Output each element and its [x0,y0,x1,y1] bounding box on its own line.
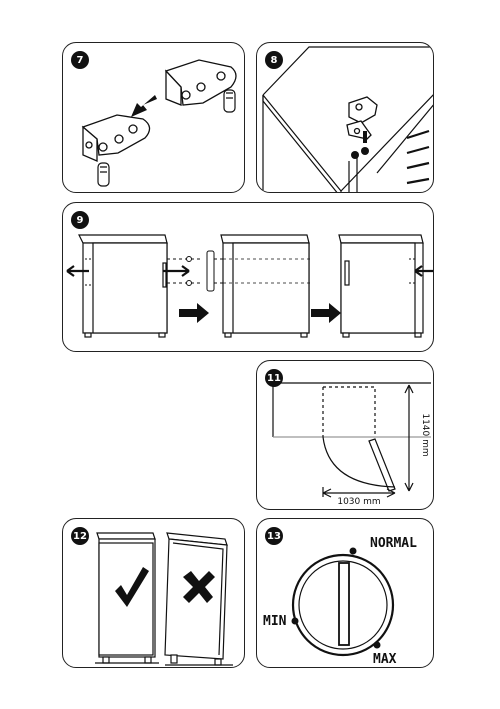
step-11-panel: 11 1140 mm 1030 mm [256,360,434,510]
max-dot [373,641,381,649]
door-reversal-sequence [66,234,433,338]
handle-screws [167,250,223,292]
step-7-badge: 7 [71,51,89,69]
sequence-arrow-2 [311,303,341,323]
max-label: MAX [373,652,397,667]
checkmark-icon [115,567,149,607]
min-label: MIN [263,614,287,629]
cabinet-top [262,46,433,192]
thermostat-dial: NORMAL MIN MAX [263,536,417,667]
top-hinge-mount-illustration [262,46,433,192]
lower-hinge-bracket [81,114,151,162]
step-8-panel: 8 [256,42,434,193]
top-hinge-part [346,96,378,140]
step-13-panel: 13 NORMAL MIN MAX [256,518,434,668]
sequence-arrow-1 [179,303,209,323]
min-dot [291,617,299,625]
door-closed-outline [322,386,376,437]
dial-knob-grip [338,562,350,646]
fridge-tilted [164,532,233,666]
step-9-panel: 9 [62,202,434,352]
fridge-after [338,234,424,338]
step-12-badge: 12 [71,527,89,545]
dial-outer-ring [291,553,395,657]
height-label: 1140 mm [420,413,430,456]
hinge-swap-illustration [81,59,237,187]
step-11-badge: 11 [265,369,283,387]
door-open-panel [368,438,396,492]
upper-pin [223,89,236,113]
step-8-badge: 8 [265,51,283,69]
height-dimension-line [404,384,414,492]
arrow-in-right [414,265,433,277]
door-clearance-diagram: 1140 mm 1030 mm [272,382,431,507]
hinge-screws [351,131,369,159]
fridge-middle [220,234,310,338]
upper-hinge-bracket [164,59,237,106]
cross-icon [183,571,215,603]
direction-arrow [131,95,157,117]
normal-dot [349,547,357,555]
step-12-panel: 12 [62,518,245,668]
arrow-out-right [163,265,190,277]
fridge-before [78,234,168,338]
step-7-panel: 7 [62,42,245,193]
levelling-comparison [95,532,233,666]
lower-pin [97,162,110,187]
width-label: 1030 mm [337,497,380,507]
step-13-badge: 13 [265,527,283,545]
door-swing-arc [322,436,396,488]
normal-label: NORMAL [370,536,417,551]
dial-inner-ring [298,560,388,650]
step-9-badge: 9 [71,211,89,229]
arrow-out-left [66,265,89,277]
width-dimension-line [322,487,396,498]
